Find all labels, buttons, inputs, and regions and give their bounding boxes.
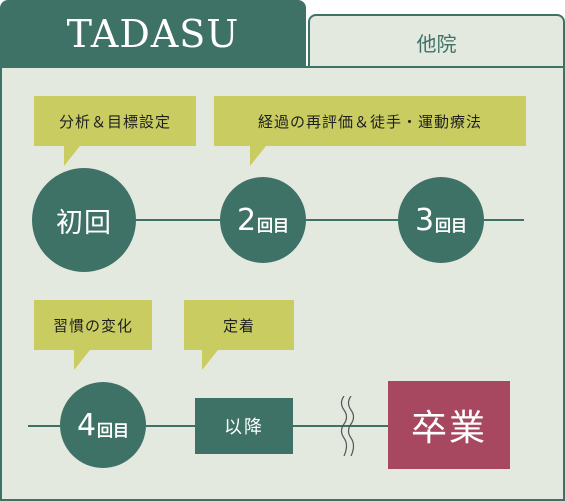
wavy-break-icon [340, 396, 355, 456]
row1-line-c [480, 219, 524, 221]
bubble-analysis-goal: 分析＆目標設定 [34, 96, 196, 166]
bubble-habit-change: 習慣の変化 [34, 300, 152, 370]
step-after: 以降 [195, 398, 293, 454]
step-third-num: 3 [414, 202, 435, 238]
bubble-settle: 定着 [184, 300, 294, 370]
step-fourth-unit: 回目 [97, 421, 130, 440]
row2-line-c [293, 425, 388, 427]
step-first-visit: 初回 [32, 168, 136, 272]
tab-tadasu[interactable]: TADASU [0, 0, 306, 68]
step-third-unit: 回目 [435, 216, 468, 235]
tab-other-clinic[interactable]: 他院 [308, 14, 565, 68]
row1-line-a [134, 219, 224, 221]
step-fourth-visit: 4 回目 [60, 382, 146, 468]
row2-line-b [146, 425, 196, 427]
step-fourth-num: 4 [76, 407, 97, 443]
row2-line-a [28, 425, 68, 427]
step-third-visit: 3 回目 [398, 177, 484, 263]
row1-line-b [304, 219, 404, 221]
step-graduation: 卒業 [388, 381, 510, 469]
step-second-num: 2 [236, 202, 257, 238]
bubble-reassessment: 経過の再評価＆徒手・運動療法 [214, 96, 526, 166]
step-second-visit: 2 回目 [220, 177, 306, 263]
step-second-unit: 回目 [257, 216, 290, 235]
